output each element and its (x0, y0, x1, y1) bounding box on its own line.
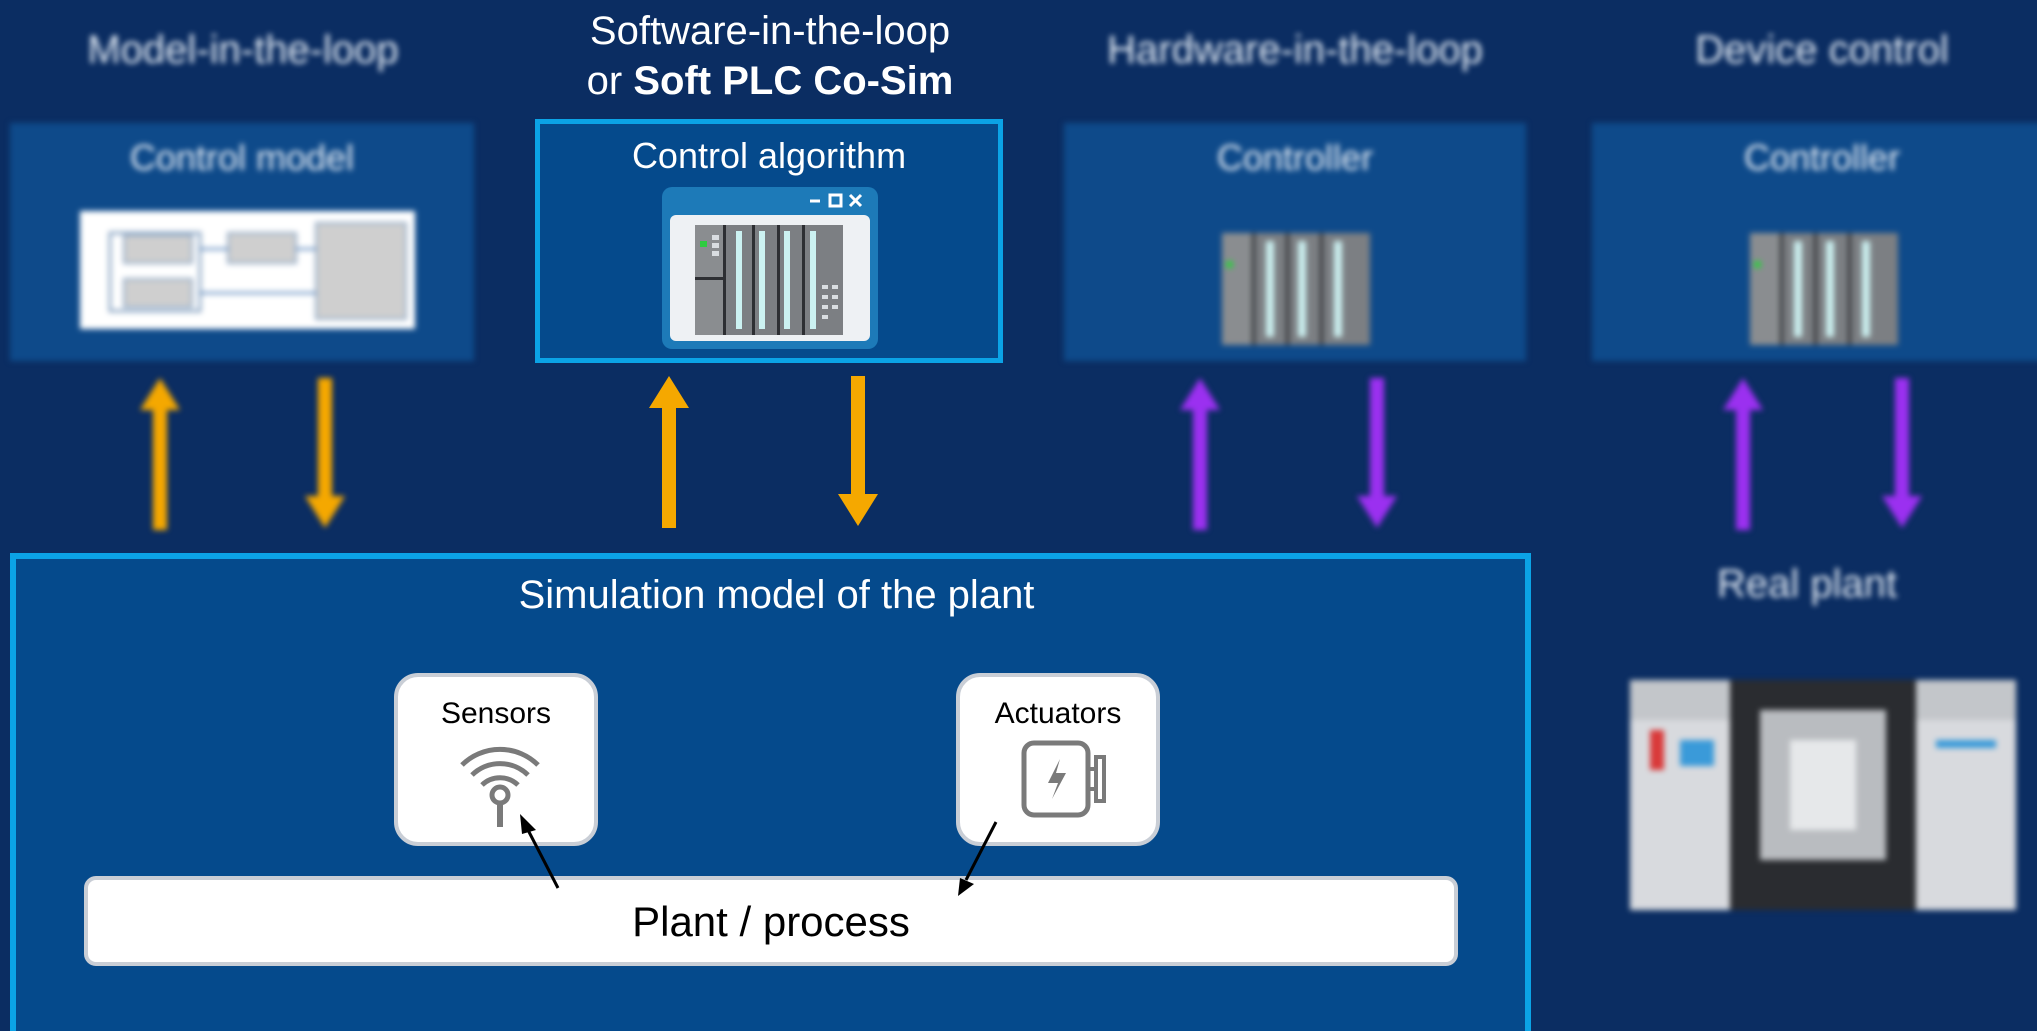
hil-panel: Controller (1064, 123, 1526, 361)
sil-panel-border (535, 119, 1003, 363)
sil-title: Software-in-the-loop or Soft PLC Co-Sim (520, 6, 1020, 106)
device-panel-title: Controller (1743, 137, 1901, 178)
device-control-title: Device control (1695, 28, 1949, 72)
actuator-icon (1021, 740, 1106, 818)
sensors-label: Sensors (440, 697, 552, 730)
wifi-sensor-icon (460, 746, 540, 827)
sil-title-line2: or Soft PLC Co-Sim (520, 56, 1020, 106)
mil-panel: Control model (10, 123, 474, 361)
sil-title-line1: Software-in-the-loop (589, 9, 951, 53)
sil-panel-title: Control algorithm (631, 135, 907, 176)
hil-panel-title: Controller (1216, 137, 1374, 178)
plant-process-label: Plant / process (632, 898, 910, 945)
block-diagram-icon (80, 211, 415, 329)
device-panel: Controller (1592, 123, 2037, 361)
sil-panel: Control algorithm (535, 119, 1003, 363)
machine-icon (1630, 680, 2016, 910)
sil-title-prefix: or (586, 59, 634, 103)
real-plant-title: Real plant (1716, 562, 1898, 606)
plc-icon (1222, 233, 1370, 345)
actuators-card: Actuators (956, 673, 1160, 846)
sil-title-bold: Soft PLC Co-Sim (633, 59, 954, 103)
plant-process-bar: Plant / process (84, 876, 1458, 966)
hil-title: Hardware-in-the-loop (1107, 28, 1483, 72)
mil-panel-title: Control model (129, 137, 355, 178)
actuator-to-plant-arrow (958, 821, 998, 896)
plc-icon (1750, 233, 1898, 345)
actuators-label: Actuators (994, 697, 1122, 730)
sensors-card: Sensors (394, 673, 598, 846)
plant-to-sensor-arrow (520, 814, 560, 889)
plc-icon (695, 225, 843, 335)
window-icon (662, 187, 878, 349)
simulation-title: Simulation model of the plant (518, 573, 1035, 617)
mil-title: Model-in-the-loop (87, 28, 399, 72)
